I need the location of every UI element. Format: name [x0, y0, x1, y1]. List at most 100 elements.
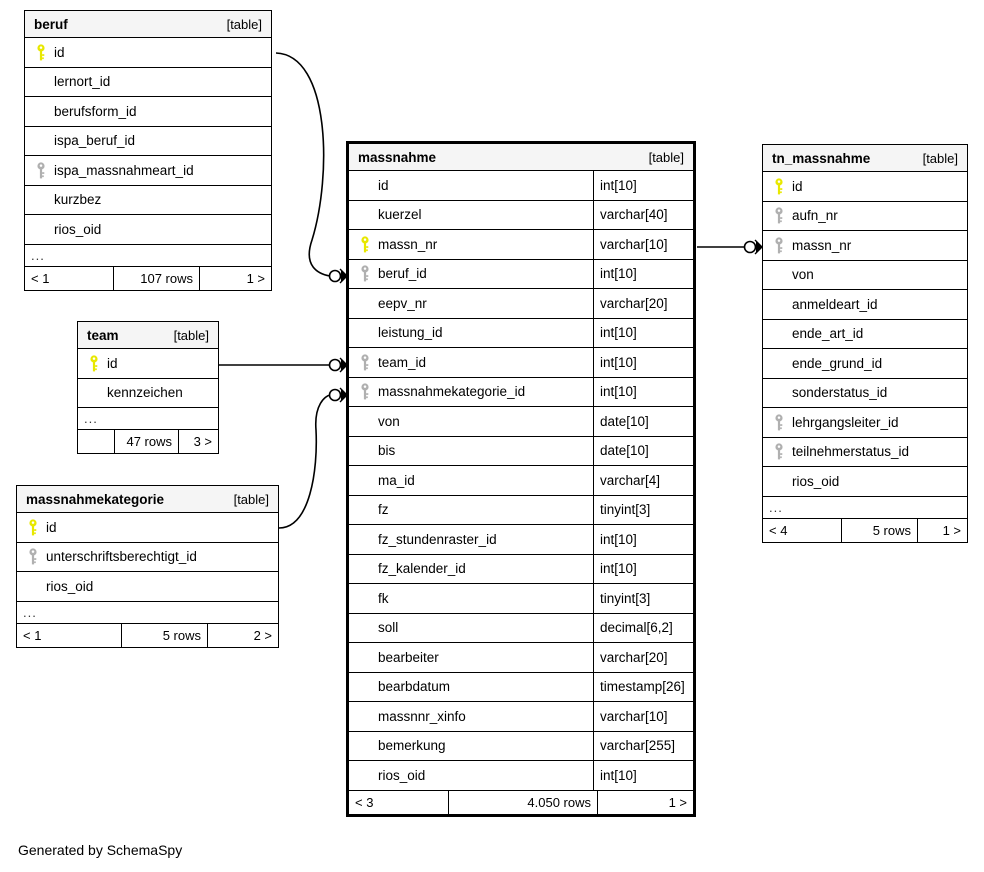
primary-key-icon [24, 519, 42, 536]
more-columns-indicator-beruf: ... [25, 245, 271, 267]
column-name-cell: id [25, 38, 271, 67]
column-row[interactable]: sonderstatus_id [763, 378, 967, 408]
next-page-tn-massnahme[interactable]: 1 > [917, 518, 967, 542]
column-name: kuerzel [378, 207, 422, 223]
column-row[interactable]: ende_grund_id [763, 349, 967, 379]
prev-page-beruf[interactable]: < 1 [31, 270, 50, 286]
column-row[interactable]: id [25, 38, 271, 68]
cardinality-marker-beruf-massnahme [328, 268, 348, 284]
column-row[interactable]: von [763, 260, 967, 290]
next-page-massnahmekategorie[interactable]: 2 > [207, 623, 278, 647]
column-name: ispa_beruf_id [54, 133, 136, 149]
column-name-cell: von [349, 407, 593, 436]
prev-page-team[interactable] [78, 430, 114, 453]
column-type: int[10] [593, 318, 693, 347]
column-row[interactable]: anmeldeart_id [763, 290, 967, 320]
column-name: bemerkung [378, 738, 446, 754]
column-row[interactable]: id [78, 349, 218, 379]
column-name: rios_oid [378, 767, 426, 783]
table-header-beruf: beruf [table] [25, 11, 271, 38]
column-type: date[10] [593, 407, 693, 436]
column-row[interactable]: rios_oid [25, 215, 271, 245]
column-name-cell: aufn_nr [763, 202, 967, 231]
column-name: id [792, 178, 803, 194]
prev-page-tn-massnahme[interactable]: < 4 [769, 522, 788, 538]
edge-beruf-massnahme [275, 52, 331, 277]
column-row[interactable]: kurzbez [25, 185, 271, 215]
next-page-massnahme[interactable]: 1 > [597, 790, 693, 814]
column-row[interactable]: teilnehmerstatus_id [763, 437, 967, 467]
next-page-team[interactable]: 3 > [178, 430, 218, 453]
column-name-cell: soll [349, 614, 593, 643]
column-row[interactable]: massn_nr [763, 231, 967, 261]
column-row[interactable]: lernort_id [25, 67, 271, 97]
column-row[interactable]: fz_kalender_id int[10] [349, 554, 693, 584]
column-row[interactable]: id [17, 513, 278, 543]
column-name: teilnehmerstatus_id [792, 444, 910, 460]
column-name-cell: ispa_beruf_id [25, 127, 271, 156]
column-name-cell: bis [349, 437, 593, 466]
primary-key-icon [770, 178, 788, 195]
column-row[interactable]: aufn_nr [763, 201, 967, 231]
column-name: ende_grund_id [792, 355, 883, 371]
column-row[interactable]: kennzeichen [78, 378, 218, 408]
column-row[interactable]: lehrgangsleiter_id [763, 408, 967, 438]
column-type: tinyint[3] [593, 495, 693, 524]
column-name-cell: id [78, 349, 218, 378]
column-row[interactable]: id [763, 172, 967, 202]
column-type: int[10] [593, 259, 693, 288]
column-name: fz_kalender_id [378, 561, 466, 577]
column-name: fk [378, 590, 389, 606]
column-row[interactable]: unterschriftsberechtigt_id [17, 542, 278, 572]
column-row[interactable]: ispa_massnahmeart_id [25, 156, 271, 186]
column-row[interactable]: ispa_beruf_id [25, 126, 271, 156]
row-count-tn-massnahme: 5 rows [841, 518, 917, 542]
column-name-cell: sonderstatus_id [763, 379, 967, 408]
column-name-cell: bearbdatum [349, 673, 593, 702]
table-footer-massnahme: < 3 4.050 rows 1 > [349, 790, 693, 814]
column-name: fz_stundenraster_id [378, 531, 497, 547]
column-row[interactable]: ende_art_id [763, 319, 967, 349]
column-row[interactable]: berufsform_id [25, 97, 271, 127]
column-name-cell: bemerkung [349, 732, 593, 761]
column-name-cell: rios_oid [17, 572, 278, 601]
next-page-beruf[interactable]: 1 > [199, 266, 271, 290]
prev-page-massnahme[interactable]: < 3 [355, 794, 374, 810]
column-row[interactable]: rios_oid [763, 467, 967, 497]
row-count-massnahme: 4.050 rows [448, 790, 597, 814]
prev-page-massnahmekategorie[interactable]: < 1 [23, 627, 42, 643]
column-name-cell: ispa_massnahmeart_id [25, 156, 271, 185]
column-name-cell: massn_nr [349, 230, 593, 259]
table-tag-massnahmekategorie: [table] [233, 491, 269, 507]
column-type: int[10] [593, 554, 693, 583]
column-name-cell: lehrgangsleiter_id [763, 408, 967, 437]
column-row[interactable]: rios_oid [17, 572, 278, 602]
